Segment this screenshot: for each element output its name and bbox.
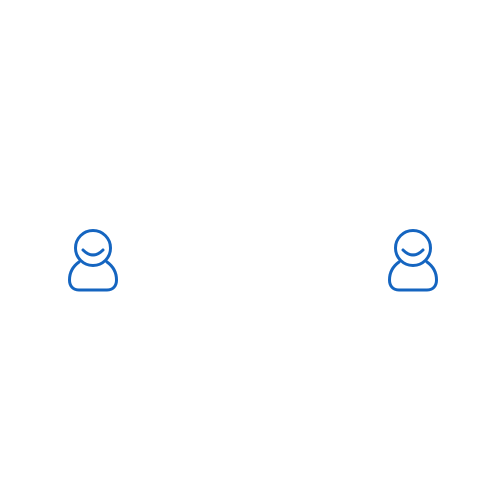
user-icon-right-graphic [388, 229, 438, 292]
user-icon-left-body [68, 260, 118, 292]
user-icon-left-graphic [68, 229, 118, 292]
user-icon-right-body [388, 260, 438, 292]
user-icon-right [388, 229, 438, 293]
user-icon-right-head [394, 229, 432, 267]
user-icon-left-head [74, 229, 112, 267]
user-icon-left [68, 229, 118, 293]
user-icon-right-smile [401, 248, 425, 257]
user-icon-left-smile [81, 248, 105, 257]
